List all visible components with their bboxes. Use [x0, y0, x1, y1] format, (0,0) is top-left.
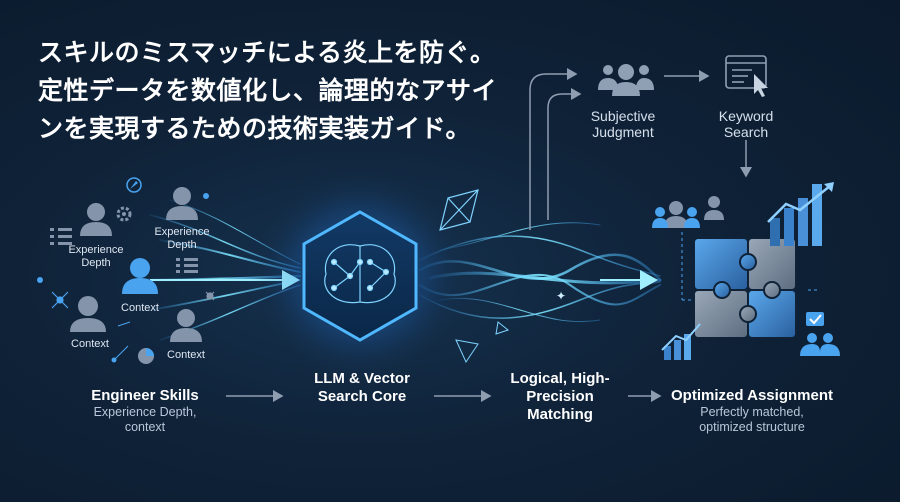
- headline: スキルのミスマッチによる炎上を防ぐ。 定性データを数値化し、論理的なアサイ ンを…: [38, 34, 518, 148]
- browser-search-icon: [725, 55, 767, 89]
- sparkle-icon: ✦: [556, 289, 566, 303]
- step2-title: LLM & Vector Search Core: [314, 370, 410, 405]
- octahedron-icon-small: [455, 321, 510, 364]
- label-context-3: Context: [167, 349, 205, 361]
- step4-subtitle: Perfectly matched, optimized structure: [699, 405, 805, 434]
- compass-icon: [126, 177, 142, 193]
- step1-subtitle: Experience Depth, context: [93, 405, 197, 434]
- octahedron-icon: [439, 189, 479, 231]
- network-icon: [205, 291, 215, 301]
- gear-icon: [116, 206, 132, 222]
- label-context-2: Context: [71, 338, 109, 350]
- label-context-1: Context: [121, 302, 159, 314]
- label-experience-depth-2: Experience Depth: [154, 226, 210, 251]
- person-icon-output: [704, 196, 724, 220]
- small-dot: [37, 277, 43, 283]
- bar-chart-icon-small: [661, 323, 701, 360]
- decorative-lines: [111, 321, 131, 363]
- step3-title: Logical, High-Precision Matching: [510, 370, 610, 423]
- input-skill-icons: [37, 187, 202, 342]
- top-path-connectors: [529, 68, 752, 230]
- step1-title: Engineer Skills: [91, 387, 199, 404]
- headline-line-3: ンを実現するための技術実装ガイド。: [38, 114, 472, 143]
- network-icon: [51, 291, 69, 309]
- dashed-connectors: [681, 232, 820, 301]
- list-icon: [50, 228, 72, 245]
- neural-brain-icon: [324, 244, 396, 304]
- puzzle-icon: [693, 237, 797, 339]
- cursor-icon: [754, 74, 768, 97]
- bar-chart-icon: [767, 182, 834, 246]
- person-icon: [80, 203, 112, 236]
- person-icon: [70, 296, 106, 332]
- team-check-icon: [800, 312, 840, 356]
- headline-line-2: 定性データを数値化し、論理的なアサイ: [38, 76, 498, 105]
- list-icon: [176, 258, 198, 273]
- person-icon: [166, 187, 198, 220]
- person-icon: [170, 309, 202, 342]
- headline-line-1: スキルのミスマッチによる炎上を防ぐ。: [38, 38, 496, 67]
- pie-chart-icon: [138, 348, 154, 364]
- subjective-judgment-label: Subjective Judgment: [590, 108, 656, 140]
- keyword-search-label: Keyword Search: [718, 108, 774, 140]
- moon-icon: [203, 193, 209, 199]
- label-experience-depth-1: Experience Depth: [68, 244, 124, 269]
- people-icon: [598, 64, 654, 96]
- step4-title: Optimized Assignment: [671, 387, 833, 404]
- person-icon: [122, 258, 158, 294]
- team-icon: [652, 201, 700, 228]
